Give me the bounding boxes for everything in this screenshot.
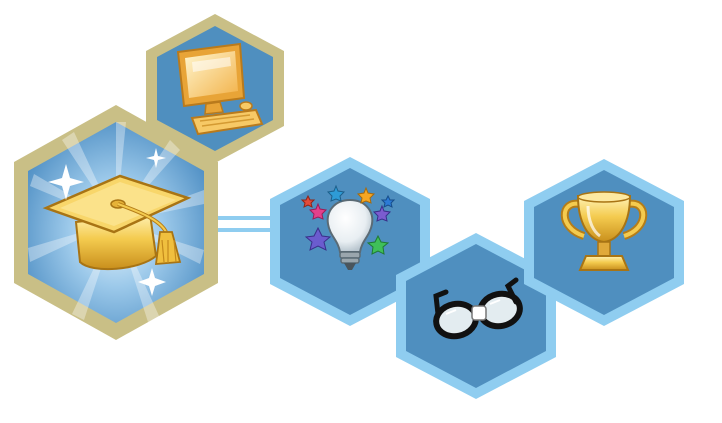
computer-icon [176, 42, 264, 136]
trophy-badge[interactable] [524, 159, 684, 326]
lightbulb-stars-icon [300, 184, 396, 270]
sparkle-icon [48, 148, 166, 296]
ideas-badge[interactable] [270, 157, 430, 326]
graduation-cap-icon [42, 174, 192, 271]
computer-badge[interactable] [146, 14, 284, 163]
trophy-icon [560, 191, 648, 271]
glasses-badge[interactable] [396, 233, 556, 399]
glasses-icon [433, 277, 523, 340]
graduation-badge[interactable] [14, 105, 218, 340]
